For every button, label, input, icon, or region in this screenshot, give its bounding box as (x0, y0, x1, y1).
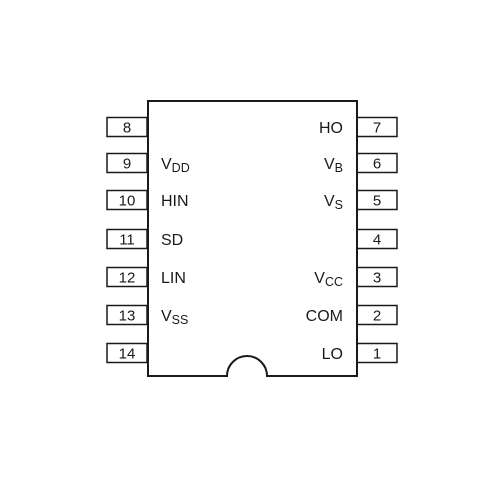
pin-label: HO (319, 120, 343, 137)
pin-number: 10 (119, 193, 136, 210)
pin-label: VS (324, 193, 343, 212)
pin-number: 12 (119, 270, 136, 287)
pin-label-main: HO (319, 120, 343, 137)
pin-4: 4 (356, 228, 398, 250)
pin-box (356, 342, 398, 364)
pin-box (356, 189, 398, 211)
pin-number: 8 (123, 120, 131, 137)
pin-number: 14 (119, 346, 136, 363)
pin-number: 11 (119, 232, 135, 249)
pin-label-subscript: B (335, 161, 343, 175)
pin-number: 13 (119, 308, 136, 325)
pin-label: VSS (161, 308, 188, 327)
pin-label: VDD (161, 156, 190, 175)
pin-label: VCC (314, 270, 343, 289)
pin-number: 3 (373, 270, 381, 287)
pin-label-main: HIN (161, 193, 189, 210)
pin-13: 13 VSS (106, 304, 188, 327)
pin-label-main: SD (161, 232, 183, 249)
pin-box (356, 266, 398, 288)
pin-number: 7 (373, 120, 381, 137)
ic-package-body (147, 100, 358, 377)
pin-label-main: LIN (161, 270, 186, 287)
pin-label-main: V (314, 270, 325, 287)
pin-box (106, 189, 148, 211)
pin-label: VB (324, 156, 343, 175)
pin-box (106, 116, 148, 138)
pin-3: 3 VCC (314, 266, 398, 289)
pin-6: 6 VB (324, 152, 398, 175)
pin-2: 2 COM (306, 304, 398, 326)
pin-label-main: LO (322, 346, 343, 363)
pin-label-main: V (161, 308, 172, 325)
pin-1: 1 LO (322, 342, 398, 364)
pin-box (106, 266, 148, 288)
pin-box (106, 342, 148, 364)
pin-number: 2 (373, 308, 381, 325)
pin-11: 11 SD (106, 228, 183, 250)
pin-label: HIN (161, 193, 189, 210)
pin-14: 14 (106, 342, 148, 364)
pin-box (106, 228, 148, 250)
pin-label-main: V (324, 156, 335, 173)
pin-label-subscript: DD (172, 161, 190, 175)
pin-box (356, 116, 398, 138)
pin-9: 9 VDD (106, 152, 190, 175)
pin-number: 4 (373, 232, 381, 249)
pin-box (106, 304, 148, 326)
pin-label: COM (306, 308, 343, 325)
pin-number: 6 (373, 156, 381, 173)
pin-5: 5 VS (324, 189, 398, 212)
pin-label-subscript: CC (325, 275, 343, 289)
pin-8: 8 (106, 116, 148, 138)
pin-12: 12 LIN (106, 266, 186, 288)
pin-number: 9 (123, 156, 131, 173)
pin-label: LIN (161, 270, 186, 287)
pin-7: 7 HO (319, 116, 398, 138)
pin-label-subscript: S (335, 198, 343, 212)
pin-box (356, 304, 398, 326)
pin-box (356, 152, 398, 174)
pin-label-main: V (161, 156, 172, 173)
pin-label: SD (161, 232, 183, 249)
pin-label: LO (322, 346, 343, 363)
pin-label-main: V (324, 193, 335, 210)
pin-box (106, 152, 148, 174)
pin-box (356, 228, 398, 250)
pin-10: 10 HIN (106, 189, 189, 211)
pin-label-subscript: SS (172, 313, 189, 327)
pin-number: 5 (373, 193, 381, 210)
pin-label-main: COM (306, 308, 343, 325)
pin-number: 1 (373, 346, 381, 363)
